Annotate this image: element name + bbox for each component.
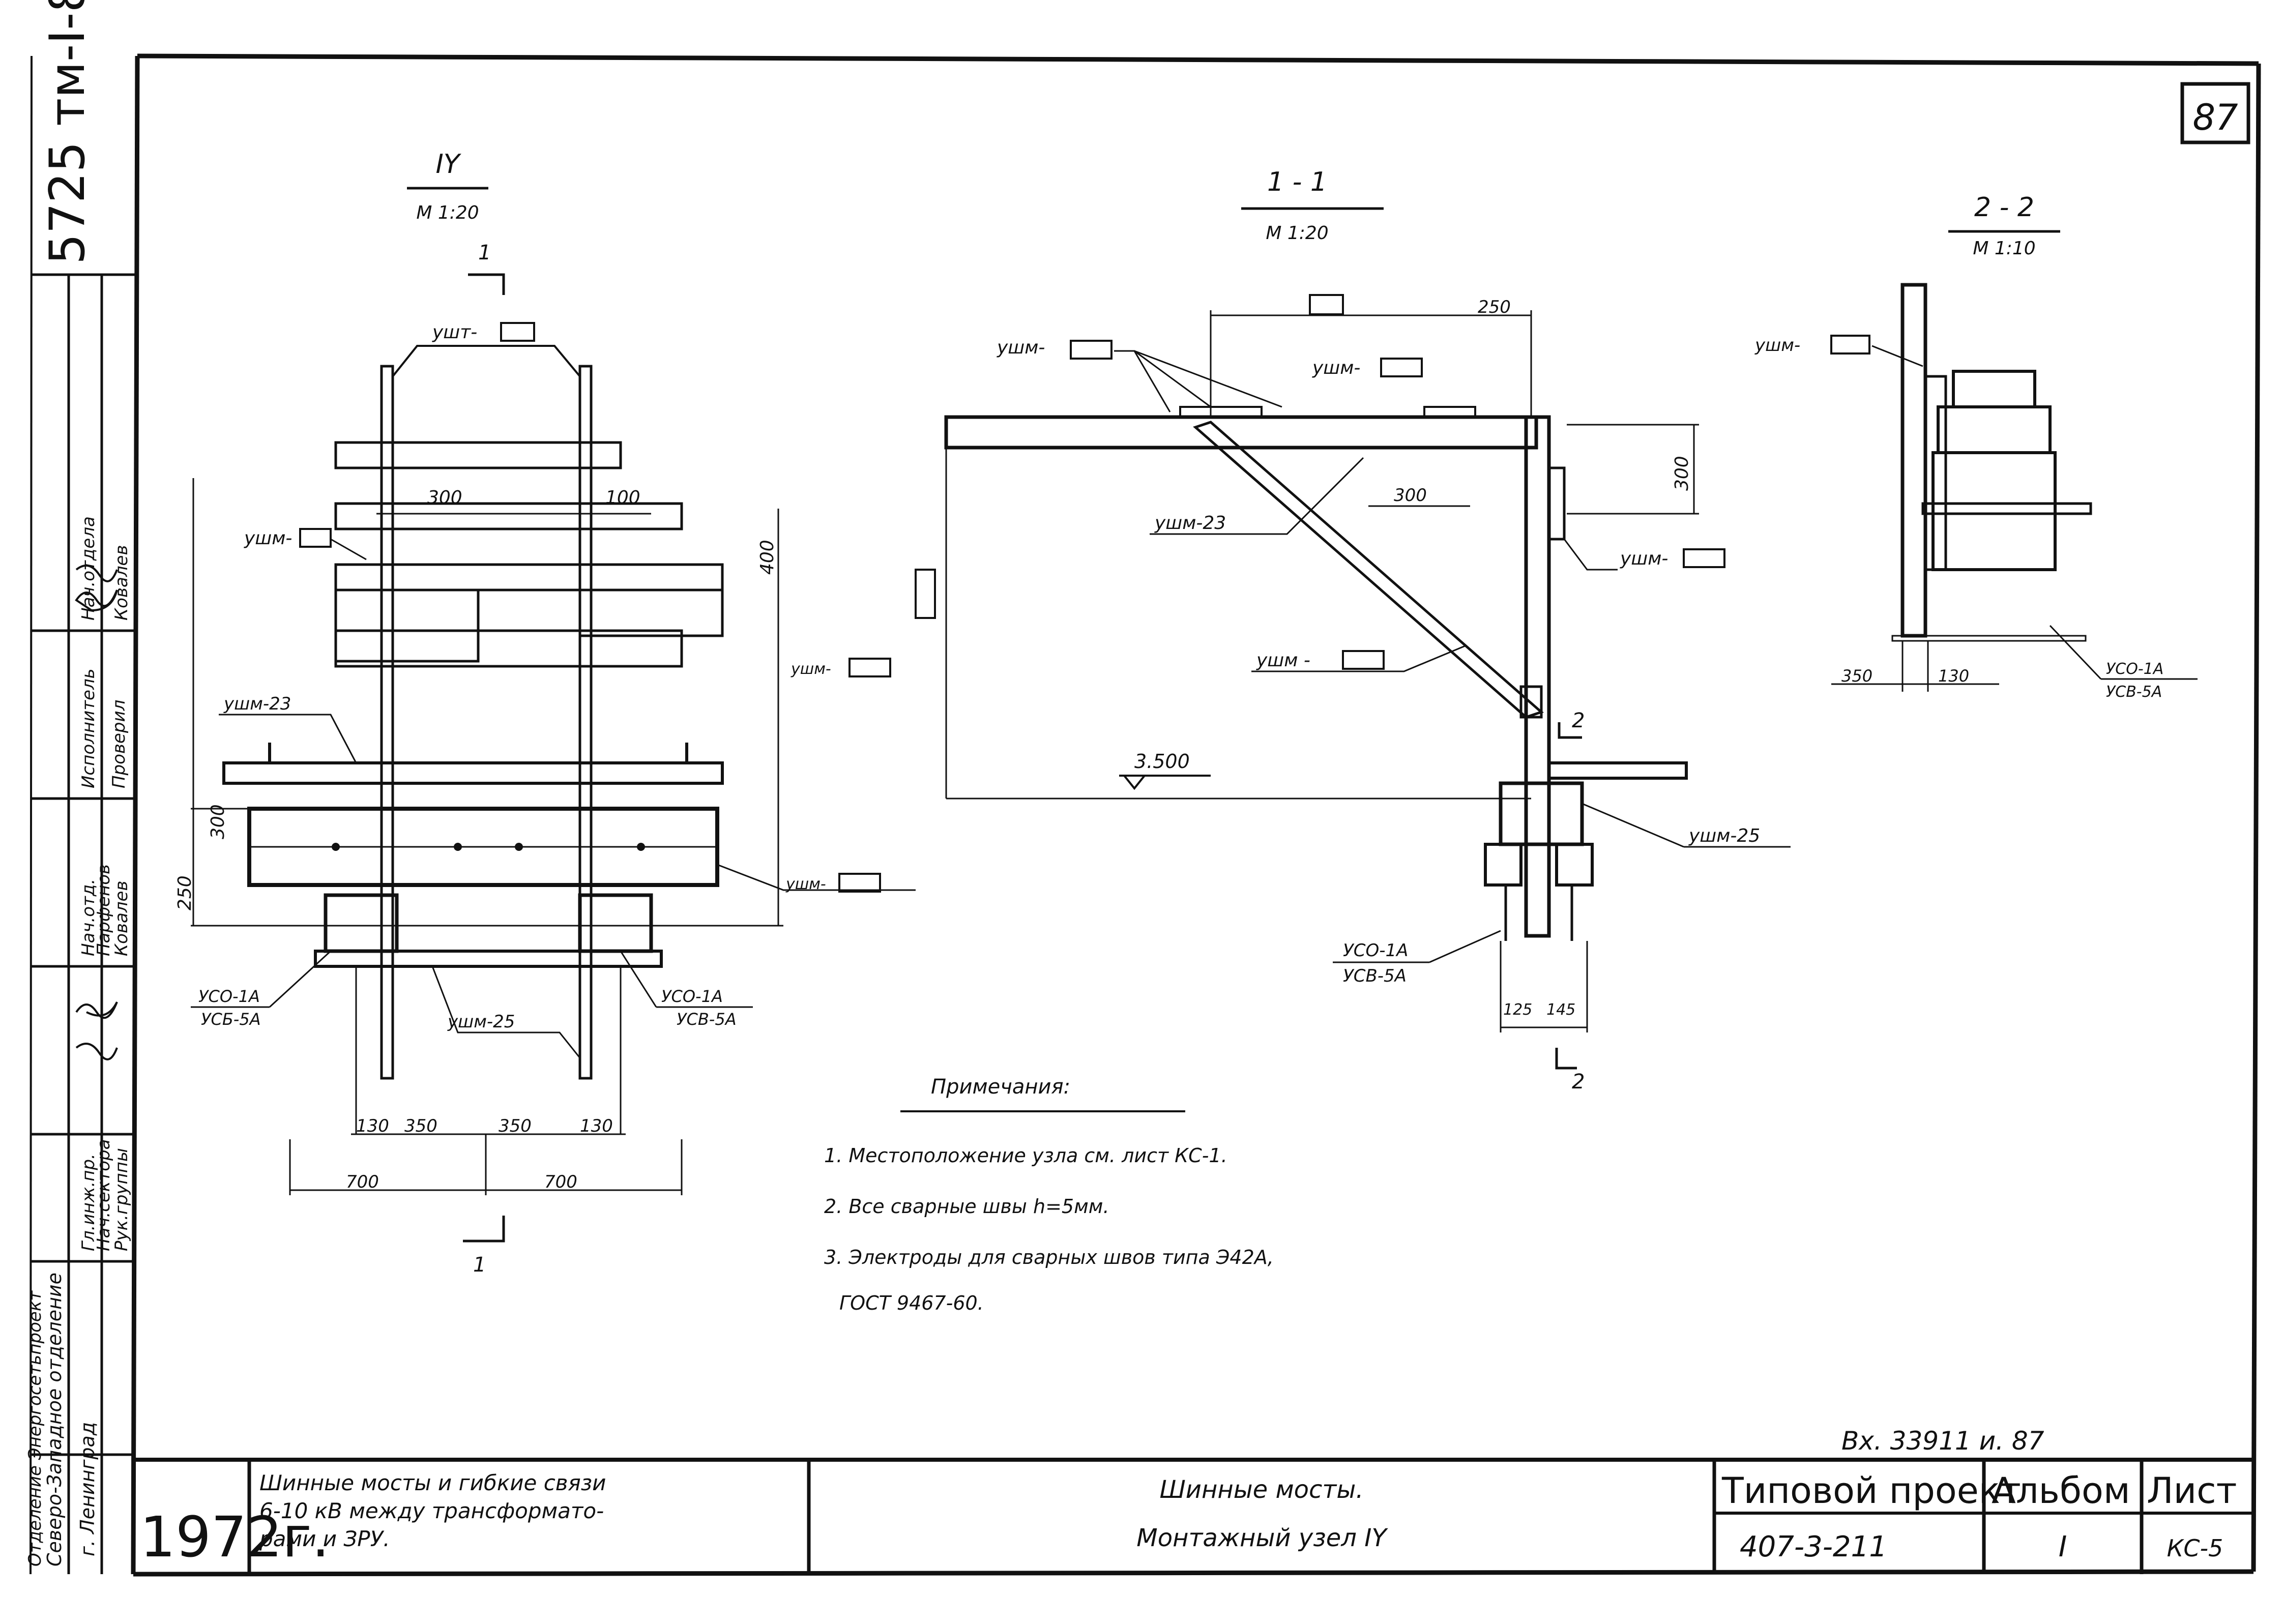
archive-code: 5725 тм-I-88 <box>40 0 96 264</box>
label-11-ushm-top2: ушм- <box>1312 358 1360 378</box>
label-11-ushm-25: ушм-25 <box>1688 825 1760 846</box>
note-2: 2. Все сварные швы h=5мм. <box>824 1195 1109 1218</box>
label-ushm-left: ушм- <box>244 528 292 549</box>
dim-11-300b: 300 <box>1394 485 1427 506</box>
dim-iv-100: 100 <box>605 487 640 508</box>
label-uso-right-2: УСВ-5А <box>677 1010 737 1029</box>
dim-iv-350b: 350 <box>499 1116 532 1136</box>
dim-iv-350a: 350 <box>404 1116 437 1136</box>
dim-iv-300b: 300 <box>208 804 228 839</box>
stamp-org-3: Отделение Энергосетьпроект <box>25 1290 45 1567</box>
dim-22-350: 350 <box>1841 666 1872 686</box>
view-2-2: 2 - 2 М 1:10 350 130 ушм- УСО-1А УСВ-5А <box>1754 192 2198 701</box>
dim-iv-250: 250 <box>174 875 195 910</box>
dim-11-145: 145 <box>1546 1001 1575 1019</box>
stamp-name-2: Ковалев <box>111 880 132 956</box>
stamp-role-5: Гл.инж.пр. <box>78 1154 99 1251</box>
tb-desc-3: рами и ЗРУ. <box>259 1526 390 1551</box>
view-1-1-title: 1 - 1 <box>1267 167 1327 197</box>
tb-desc-2: 6-10 кВ между трансформато- <box>259 1498 604 1523</box>
tb-album-value: I <box>2059 1530 2067 1563</box>
section-2-top: 2 <box>1572 709 1585 732</box>
note-3: 3. Электроды для сварных швов типа Э42А, <box>824 1246 1274 1268</box>
stamp-org-1: Северо-Западное отделение <box>43 1273 66 1567</box>
stamp-role-3: Проверил <box>109 700 129 788</box>
dim-iv-700b: 700 <box>544 1172 577 1192</box>
tb-sheet-value: КС-5 <box>2167 1534 2223 1562</box>
sheet-number: 87 <box>2192 97 2238 138</box>
label-ushm-25: ушм-25 <box>447 1012 515 1032</box>
notes: Примечания: 1. Местоположение узла см. л… <box>824 1075 1274 1314</box>
tb-album-label: Альбом <box>1992 1470 2130 1512</box>
label-uso-right-1: УСО-1А <box>661 987 723 1006</box>
label-uso-left-2: УСБ-5А <box>201 1010 261 1029</box>
dim-iv-700a: 700 <box>346 1172 379 1192</box>
view-2-2-scale: М 1:10 <box>1973 238 2035 259</box>
view-1-1: 1 - 1 М 1:20 250 3.500 300 300 <box>915 167 1791 1094</box>
tb-project-label: Типовой проект <box>1721 1470 2021 1512</box>
label-22-uso: УСО-1А <box>2106 660 2163 678</box>
label-22-usv: УСВ-5А <box>2106 683 2162 701</box>
dim-11-300a: 300 <box>1672 456 1692 491</box>
label-11-ushm-top: ушм- <box>997 337 1045 358</box>
stamp-role-1: Нач.отдела <box>78 516 99 621</box>
label-ushm-23: ушм-23 <box>223 694 291 714</box>
label-22-ushm: ушм- <box>1754 335 1800 356</box>
label-11-ushm-23: ушм-23 <box>1154 513 1226 534</box>
stamp-name-1: Ковалев <box>111 545 132 621</box>
section-mark-top: 1 <box>478 241 491 264</box>
label-uso-left-1: УСО-1А <box>198 987 260 1006</box>
title-block <box>133 1458 2253 1574</box>
note-1: 1. Местоположение узла см. лист КС-1. <box>824 1144 1227 1167</box>
dim-22-130: 130 <box>1938 666 1969 686</box>
label-ushm-top: ушт- <box>432 322 477 343</box>
dim-11-125: 125 <box>1503 1001 1532 1019</box>
dim-iv-400: 400 <box>757 540 778 575</box>
view-2-2-title: 2 - 2 <box>1974 192 2034 223</box>
dim-11-250: 250 <box>1478 297 1511 317</box>
label-ushm-right: ушм- <box>791 660 831 678</box>
stamp-role-7: Рук.группы <box>111 1148 132 1251</box>
stamp-role-6: Нач.сектора <box>94 1139 114 1251</box>
stamp-name-3: Парфенов <box>94 864 114 956</box>
side-stamp <box>30 55 135 1575</box>
view-iv-scale: М 1:20 <box>416 202 479 223</box>
tb-desc-1: Шинные мосты и гибкие связи <box>259 1470 606 1495</box>
tb-title-1: Шинные мосты. <box>1159 1475 1363 1504</box>
tb-year: 1972г. <box>140 1504 330 1570</box>
stamp-role-4: Нач.отд. <box>78 879 99 956</box>
section-mark-bottom: 1 <box>473 1253 486 1277</box>
elev-11: 3.500 <box>1134 750 1190 773</box>
dim-iv-130b: 130 <box>580 1116 613 1136</box>
dim-iv-300a: 300 <box>427 487 462 508</box>
note-3b: ГОСТ 9467-60. <box>839 1292 984 1314</box>
sheet-frame <box>131 53 2261 1577</box>
label-11-usv: УСВ-5А <box>1343 966 1407 986</box>
tb-project-number: 407-3-211 <box>1740 1530 1887 1563</box>
view-iv-title: IY <box>435 149 461 180</box>
label-11-uso: УСО-1А <box>1343 940 1408 961</box>
dim-iv-130a: 130 <box>356 1116 389 1136</box>
section-2-bottom: 2 <box>1572 1070 1585 1094</box>
view-iv: IY М 1:20 1 <box>174 149 916 1277</box>
tb-sheet-label: Лист <box>2147 1470 2237 1512</box>
label-11-ushm-right: ушм- <box>1620 548 1668 569</box>
view-1-1-scale: М 1:20 <box>1266 223 1328 244</box>
signatures <box>75 565 118 1060</box>
tb-title-2: Монтажный узел IY <box>1136 1524 1388 1552</box>
registration-number: Вх. 33911 и. 87 <box>1841 1426 2044 1456</box>
label-11-ushm-mid: ушм - <box>1256 650 1310 671</box>
stamp-org-2: г. Ленинград <box>76 1422 99 1556</box>
stamp-role-2: Исполнитель <box>78 668 99 788</box>
notes-heading: Примечания: <box>931 1075 1070 1099</box>
